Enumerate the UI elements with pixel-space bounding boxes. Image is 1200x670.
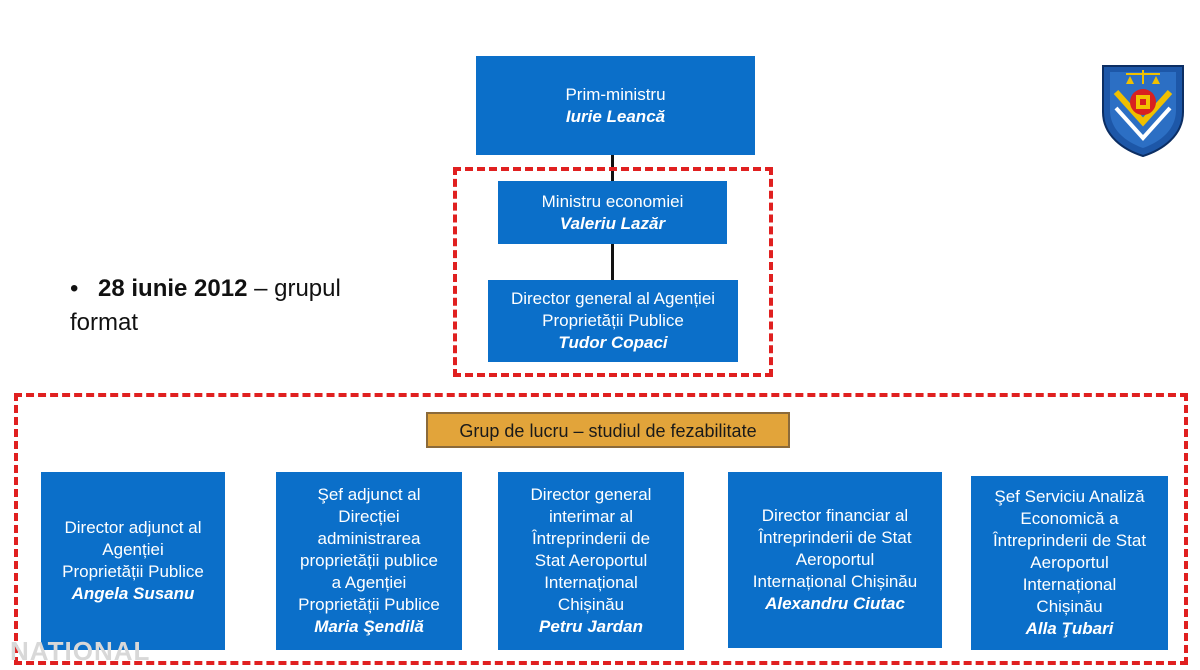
member-2-line-5: a Agenției (331, 573, 407, 592)
member-5-line-2: Economică a (1020, 509, 1119, 528)
member-box-4: Director financiar al Întreprinderii de … (728, 472, 942, 648)
prime-minister-box: Prim-ministru Iurie Leancă (476, 56, 755, 155)
minister-title: Ministru economiei (541, 191, 684, 211)
member-5-line-4: Aeroportul (1030, 553, 1109, 572)
leadership-dashed-frame (453, 167, 773, 377)
member-4-line-4: Internațional Chișinău (752, 572, 918, 591)
working-group-dashed-frame (14, 393, 1188, 665)
member-1-line-1: Director adjunct al (64, 518, 202, 537)
member-3-line-4: Stat Aeroportul (534, 551, 648, 570)
member-1-name: Angela Susanu (71, 584, 195, 603)
bullet-dot-icon: • (70, 275, 79, 302)
director-general-box: Director general al Agenției Proprietăți… (488, 280, 738, 362)
member-3-line-1: Director general (530, 485, 652, 504)
member-3-line-6: Chișinău (557, 595, 625, 614)
prime-minister-title: Prim-ministru (565, 84, 666, 104)
member-2-line-3: administrarea (317, 529, 421, 548)
watermark-text: NATIONAL (10, 636, 151, 666)
member-1-line-3: Proprietății Publice (62, 562, 204, 581)
member-box-1: Director adjunct al Agenției Proprietăți… (41, 472, 225, 650)
member-5-line-1: Şef Serviciu Analiză (994, 487, 1145, 506)
prime-minister-name: Iurie Leancă (565, 106, 666, 126)
member-4-name: Alexandru Ciutac (765, 594, 905, 613)
member-3-name: Petru Jardan (539, 617, 643, 636)
bullet-text: – grupul format (70, 275, 341, 336)
member-4-line-1: Director financiar al (761, 506, 909, 525)
member-2-line-2: Direcției (338, 507, 400, 526)
member-box-2: Şef adjunct al Direcției administrarea p… (276, 472, 462, 650)
member-2-line-1: Şef adjunct al (317, 485, 421, 504)
member-5-line-3: Întreprinderii de Stat (992, 531, 1147, 550)
member-5-line-5: Internațional (1022, 575, 1117, 594)
connector-line-middle (611, 244, 614, 280)
member-2-line-6: Proprietății Publice (298, 595, 440, 614)
member-5-name: Alla Ţubari (1025, 619, 1114, 638)
director-title-line2: Proprietății Publice (542, 311, 684, 330)
member-5-line-6: Chișinău (1036, 597, 1103, 616)
minister-box: Ministru economiei Valeriu Lazăr (498, 181, 727, 244)
member-box-3: Director general interimar al Întreprind… (498, 472, 684, 650)
member-1-line-2: Agenției (102, 540, 164, 559)
coat-of-arms-icon (1102, 65, 1184, 158)
member-3-line-2: interimar al (548, 507, 634, 526)
member-2-name: Maria Şendilă (314, 617, 424, 636)
minister-name: Valeriu Lazăr (559, 213, 666, 233)
director-name: Tudor Copaci (558, 333, 668, 352)
bullet-note: • 28 iunie 2012 – grupul format (70, 272, 410, 340)
bullet-date: 28 iunie 2012 (98, 275, 248, 302)
member-4-line-3: Aeroportul (795, 550, 875, 569)
member-3-line-5: Internațional (544, 573, 638, 592)
member-4-line-2: Întreprinderii de Stat (758, 528, 912, 547)
member-2-line-4: proprietății publice (300, 551, 438, 570)
working-group-label: Grup de lucru – studiul de fezabilitate (426, 412, 790, 448)
member-3-line-3: Întreprinderii de (531, 529, 651, 548)
member-box-5: Şef Serviciu Analiză Economică a Întrepr… (971, 476, 1168, 650)
director-title-line1: Director general al Agenției (510, 289, 716, 308)
